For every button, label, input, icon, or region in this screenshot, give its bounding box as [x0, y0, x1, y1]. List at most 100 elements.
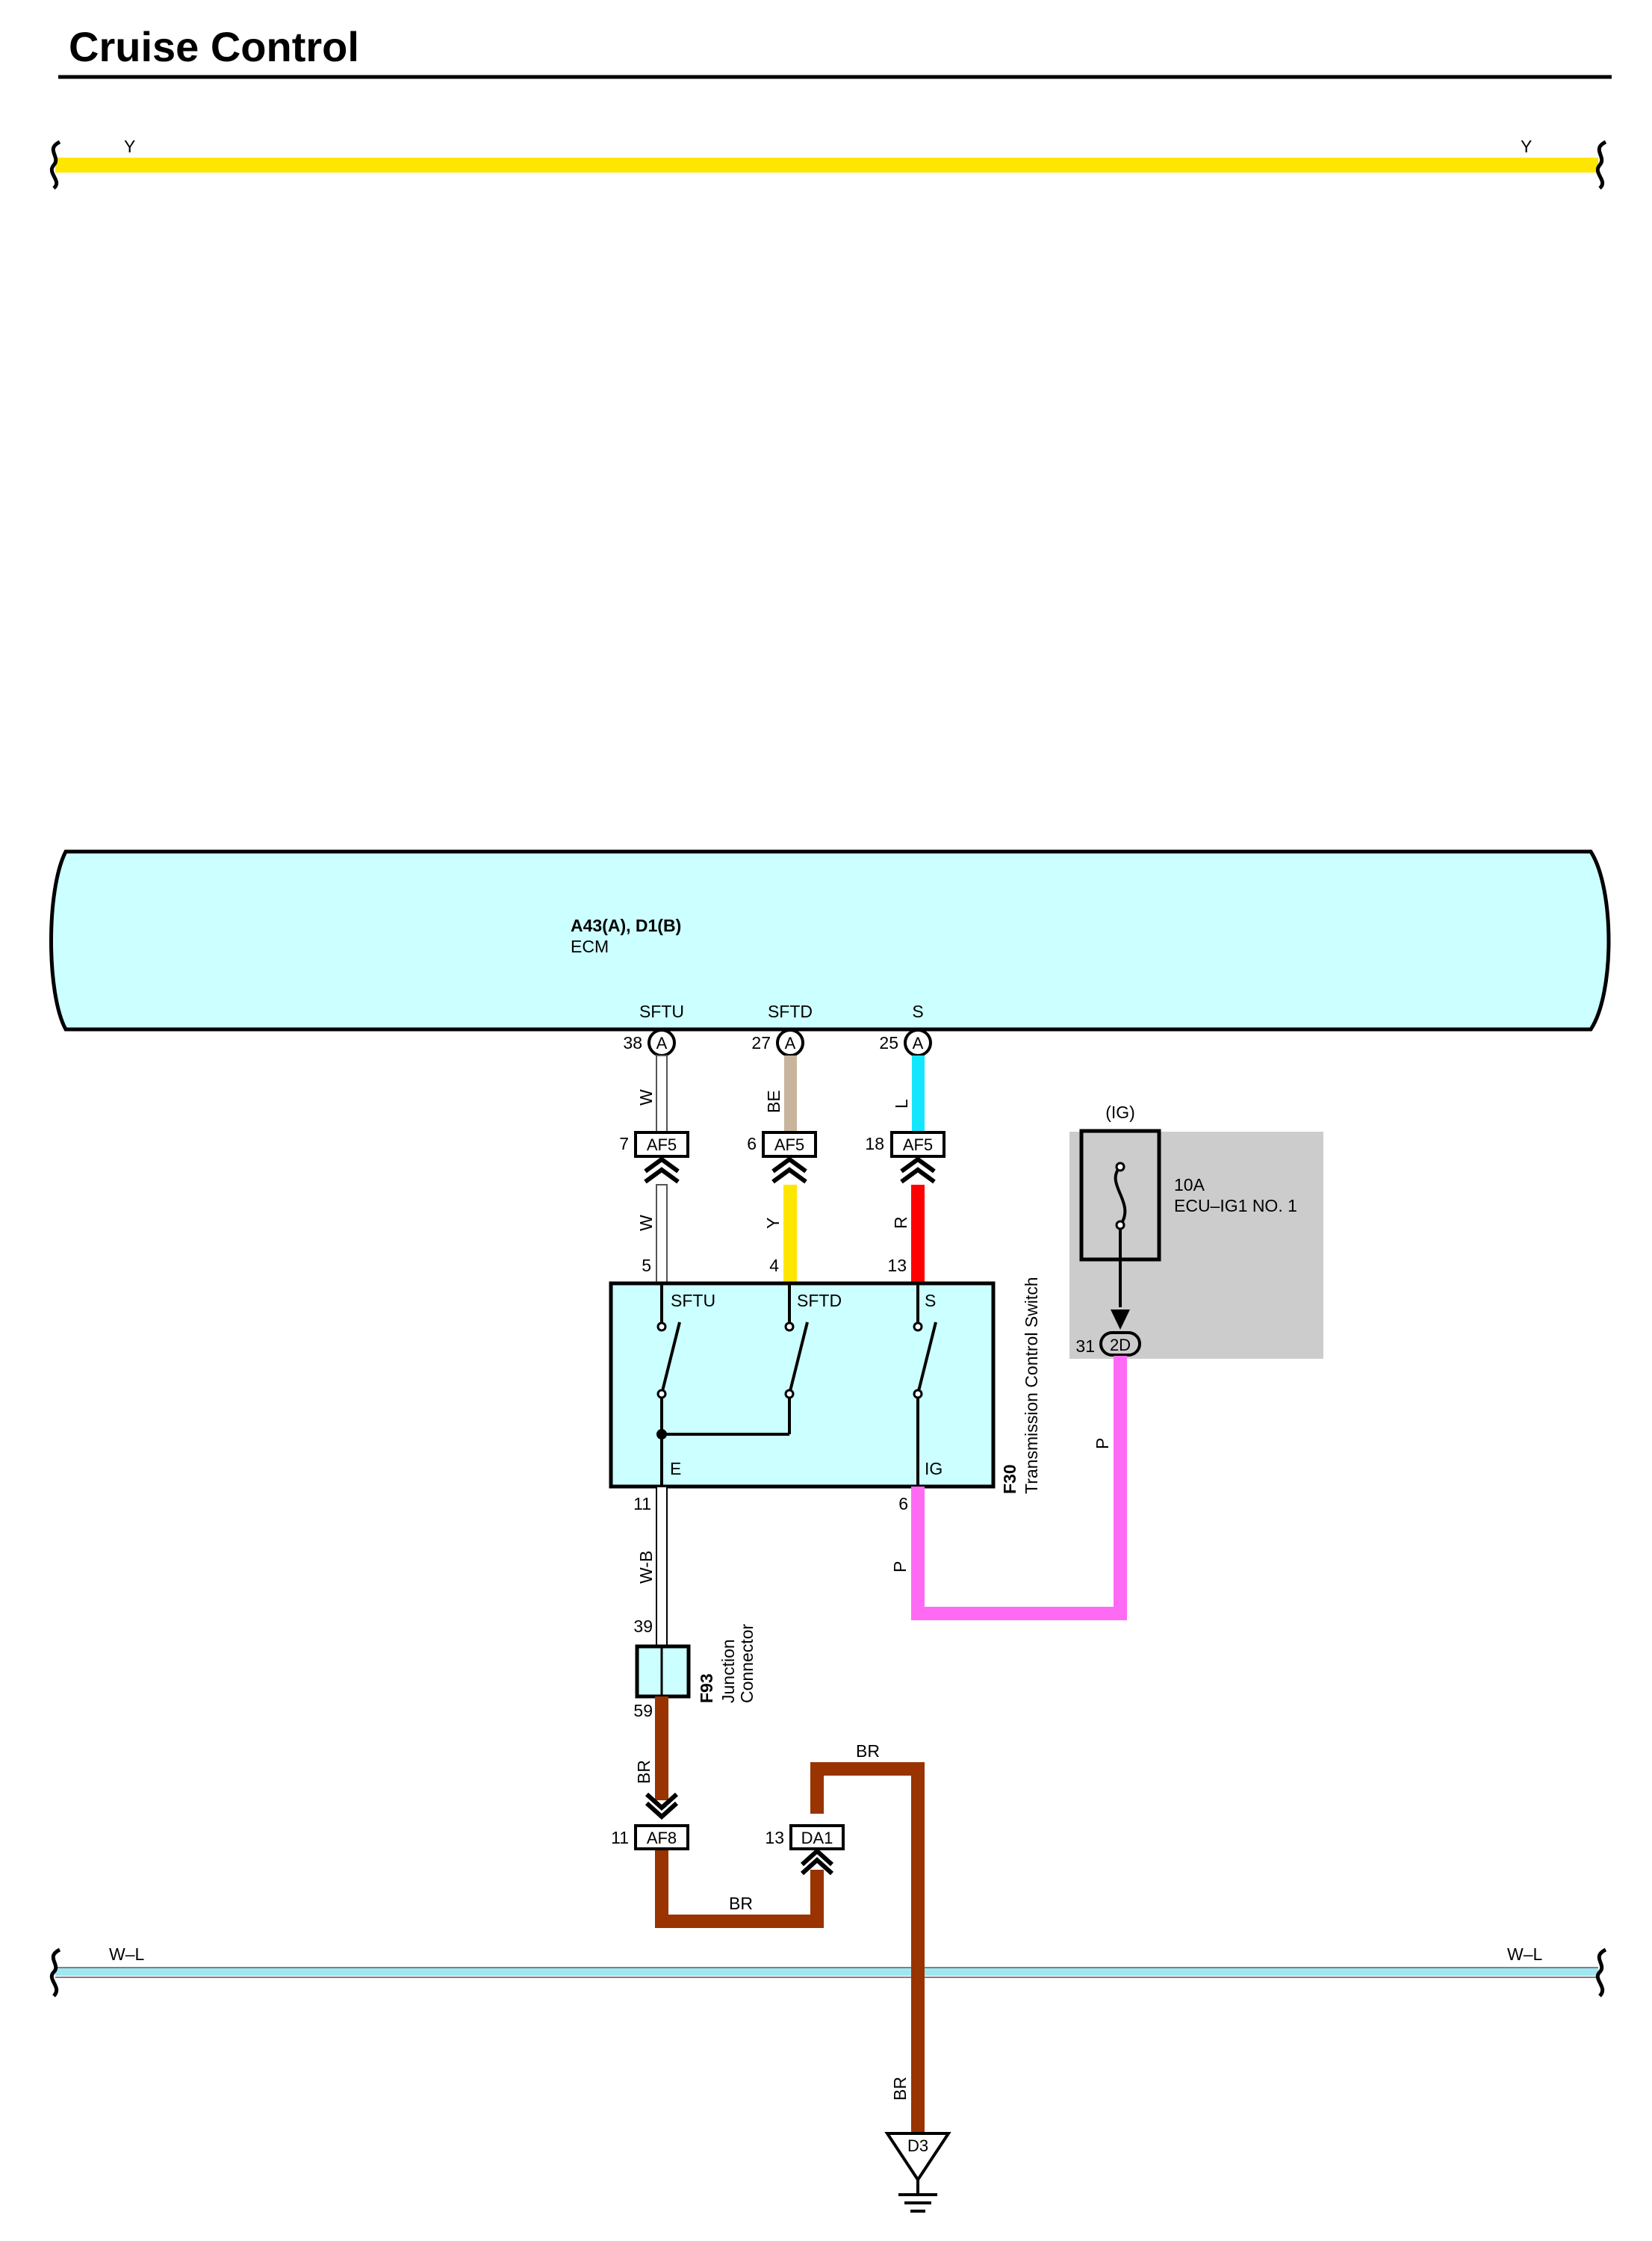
ecm-body	[49, 849, 1611, 1032]
switch-term-e: E	[670, 1459, 681, 1478]
fuse-box-background	[1069, 1132, 1323, 1359]
wire-segment	[656, 1486, 668, 1647]
ecm-pin-connector: A	[785, 1034, 796, 1053]
ground-d3: D3	[884, 2132, 951, 2213]
top-bus-label-left: Y	[124, 137, 135, 156]
switch-term-sftu: SFTU	[671, 1291, 715, 1310]
wire-color-label: BE	[764, 1090, 783, 1113]
switch-term-sftd: SFTD	[797, 1291, 842, 1310]
upper-wire-sftd: BE	[764, 1056, 797, 1132]
bottom-bus-break-right	[1595, 1947, 1607, 1997]
ecm-pin-number: 25	[879, 1033, 898, 1053]
switch-pin-e: 11	[633, 1494, 651, 1513]
top-bus: Y Y	[49, 137, 1607, 190]
wire-color-label: W-B	[636, 1551, 656, 1584]
da1-pin-number: 13	[765, 1828, 784, 1847]
af8-chevron-icon	[645, 1792, 679, 1820]
switch-contact-s	[916, 1321, 937, 1395]
bottom-bus-label-left: W–L	[109, 1944, 145, 1964]
switch-pin-ig: 6	[898, 1494, 908, 1513]
switch-pin-sftd: 4	[769, 1256, 779, 1275]
da1-connector: 13 DA1	[765, 1824, 845, 1876]
fuse-circuit-label: (IG)	[1105, 1103, 1135, 1122]
ecm-name: ECM	[571, 937, 609, 956]
af5-pin-number: 18	[865, 1134, 884, 1153]
ecm-pin-number: 38	[623, 1033, 642, 1053]
af5-chevron-icon	[900, 1156, 936, 1184]
switch-term-s: S	[925, 1291, 936, 1310]
wire-segment	[656, 1055, 668, 1133]
af5-label: AF5	[774, 1135, 804, 1154]
switch-body	[609, 1281, 996, 1489]
bottom-bus-label-right: W–L	[1507, 1944, 1543, 1964]
br-wires: BR BR BR BR	[634, 1696, 925, 2135]
junction-name-line2: Connector	[737, 1624, 757, 1703]
switch-code: F30	[1000, 1464, 1019, 1494]
wire-color-label: W	[636, 1215, 656, 1231]
da1-label: DA1	[801, 1829, 833, 1847]
switch-internals	[660, 1283, 937, 1487]
wire-color-label: BR	[890, 2077, 910, 2101]
lower-wire-sftd: Y	[763, 1185, 797, 1283]
ground-connector-label: D3	[907, 2136, 928, 2155]
junction-name-line1: Junction	[718, 1639, 738, 1703]
af8-box	[634, 1824, 689, 1850]
wire-color-label: P	[1093, 1438, 1112, 1449]
switch-contact-sftd	[788, 1321, 809, 1395]
af5-label: AF5	[903, 1135, 933, 1154]
fuse-connector-shape	[1099, 1331, 1141, 1357]
switch-term-ig: IG	[925, 1459, 943, 1478]
fuse-pin-number: 31	[1075, 1336, 1095, 1356]
af5-connector-sftd: 6 AF5	[747, 1131, 817, 1184]
switch-contact-points	[656, 1321, 923, 1399]
wire-wb-e-to-junction: W-B	[636, 1486, 668, 1647]
lower-wire-s: R	[891, 1185, 925, 1283]
af5-connector-s: 18 AF5	[865, 1131, 945, 1184]
af5-label: AF5	[647, 1135, 677, 1154]
af5-box	[890, 1131, 945, 1158]
br-wire-af8-to-da1	[655, 1849, 824, 1928]
af8-connector: 11 AF8	[611, 1792, 689, 1850]
top-bus-break-right	[1595, 140, 1607, 190]
wire-segment	[784, 1056, 797, 1132]
af5-pin-number: 7	[619, 1134, 629, 1153]
lower-wire-sftu: W	[636, 1184, 668, 1284]
af5-box	[762, 1131, 817, 1158]
ecm-signal-label: SFTD	[768, 1002, 813, 1021]
junction-connector: 39 59 F93 Junction Connector	[633, 1617, 757, 1720]
wire-color-label: P	[890, 1561, 910, 1572]
ecm-pin-connector: A	[913, 1034, 924, 1053]
top-bus-break-left	[49, 140, 61, 190]
fuse-terminal	[1115, 1220, 1125, 1230]
junction-pin-in: 39	[633, 1617, 653, 1636]
wire-color-label: BR	[634, 1760, 653, 1784]
junction-code: F93	[697, 1673, 716, 1703]
upper-wire-s: L	[892, 1056, 925, 1132]
page-title: Cruise Control	[69, 23, 359, 70]
fuse-box: (IG) 10A ECU–IG1 NO. 1 31 2D	[1069, 1103, 1323, 1359]
af5-box	[634, 1131, 689, 1158]
switch-name: Transmission Control Switch	[1022, 1277, 1041, 1494]
wire-segment	[911, 1356, 1127, 1620]
ecm-signal-label: SFTU	[639, 1002, 684, 1021]
wire-segment	[656, 1184, 668, 1284]
ecm-pin-sftu: SFTU 38 A	[623, 1002, 684, 1057]
fuse-terminal	[1115, 1162, 1125, 1172]
ground-triangle-icon	[884, 2132, 951, 2183]
ecm-pin-number: 27	[751, 1033, 771, 1053]
af5-chevron-icon	[644, 1156, 680, 1184]
ecm-signal-label: S	[912, 1002, 923, 1021]
ecm-block: A43(A), D1(B) ECM	[49, 849, 1611, 1032]
junction-pin-out: 59	[633, 1701, 653, 1720]
da1-chevron-icon	[800, 1847, 834, 1876]
wire-color-label: BR	[729, 1894, 753, 1913]
wire-color-label: R	[891, 1216, 910, 1229]
wire-segment	[911, 1185, 925, 1283]
bottom-bus-break-left	[49, 1947, 61, 1997]
ecm-pin-connector: A	[656, 1034, 668, 1053]
ecm-connectors: A43(A), D1(B)	[571, 916, 681, 935]
switch-contact-sftu	[660, 1321, 681, 1395]
wire-segment	[783, 1185, 797, 1283]
switch-pin-s: 13	[887, 1256, 907, 1275]
